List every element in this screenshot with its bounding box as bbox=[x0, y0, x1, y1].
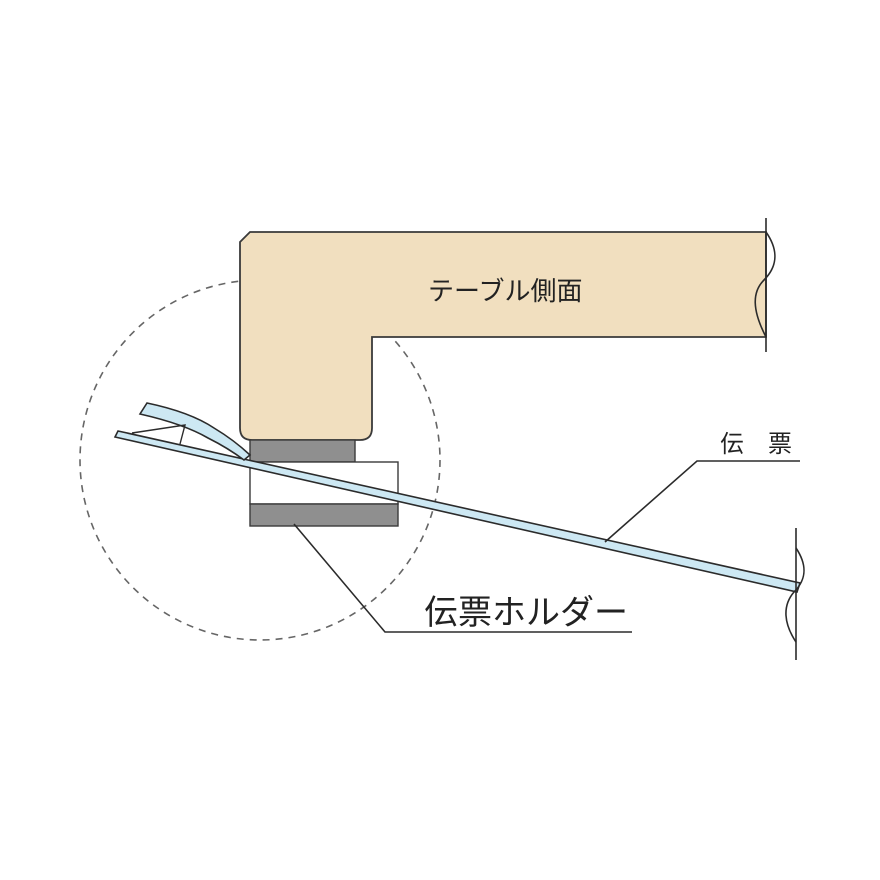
slip-leader-line bbox=[604, 460, 800, 543]
holder-bottom-pad bbox=[249, 503, 399, 527]
table-side-shape bbox=[239, 231, 767, 441]
slip-strip bbox=[113, 430, 802, 593]
clip-support bbox=[131, 424, 186, 445]
slip-break-wave bbox=[785, 547, 805, 643]
slip-holder-label: 伝票ホルダー bbox=[424, 593, 628, 633]
table-break-wave bbox=[754, 231, 776, 338]
slip-label: 伝 票 bbox=[720, 430, 792, 458]
table-side-label: テーブル側面 bbox=[428, 277, 582, 307]
holder-leader-line bbox=[293, 523, 632, 633]
holder-top-pad bbox=[249, 439, 356, 463]
